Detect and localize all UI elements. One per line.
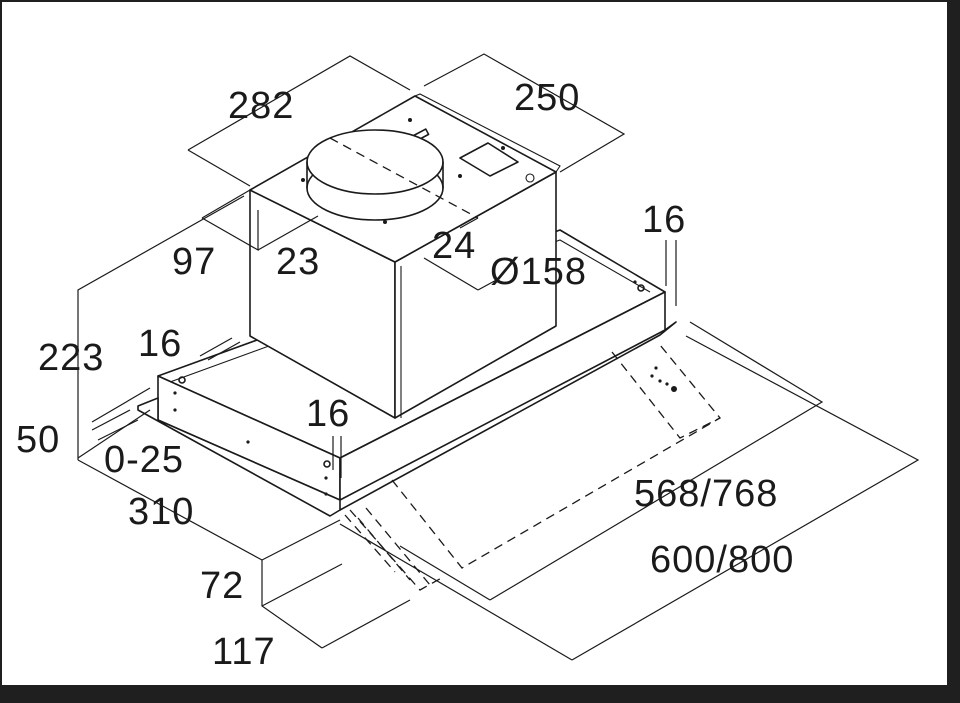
- label-24: 24: [432, 225, 476, 267]
- dimension-lines: [77, 53, 920, 661]
- label-0-25: 0-25: [104, 439, 184, 481]
- exhaust-spigot: [306, 129, 444, 221]
- label-97: 97: [172, 241, 216, 283]
- label-223: 223: [38, 337, 104, 379]
- label-23: 23: [276, 241, 320, 283]
- label-282: 282: [228, 85, 294, 127]
- label-117: 117: [212, 631, 276, 673]
- hidden-outlines: [344, 344, 721, 591]
- dimension-labels: 282 250 16 97 23 24 Ø158 223 16 16 50 0-…: [16, 77, 794, 673]
- label-16-left: 16: [138, 323, 182, 365]
- label-250: 250: [514, 77, 580, 119]
- label-16-right: 16: [642, 199, 686, 241]
- label-72: 72: [200, 565, 244, 607]
- label-diameter-158: Ø158: [490, 251, 587, 293]
- label-50: 50: [16, 419, 60, 461]
- label-310: 310: [128, 491, 194, 533]
- label-568-768: 568/768: [634, 473, 778, 515]
- label-16-front: 16: [306, 393, 350, 435]
- label-600-800: 600/800: [650, 539, 794, 581]
